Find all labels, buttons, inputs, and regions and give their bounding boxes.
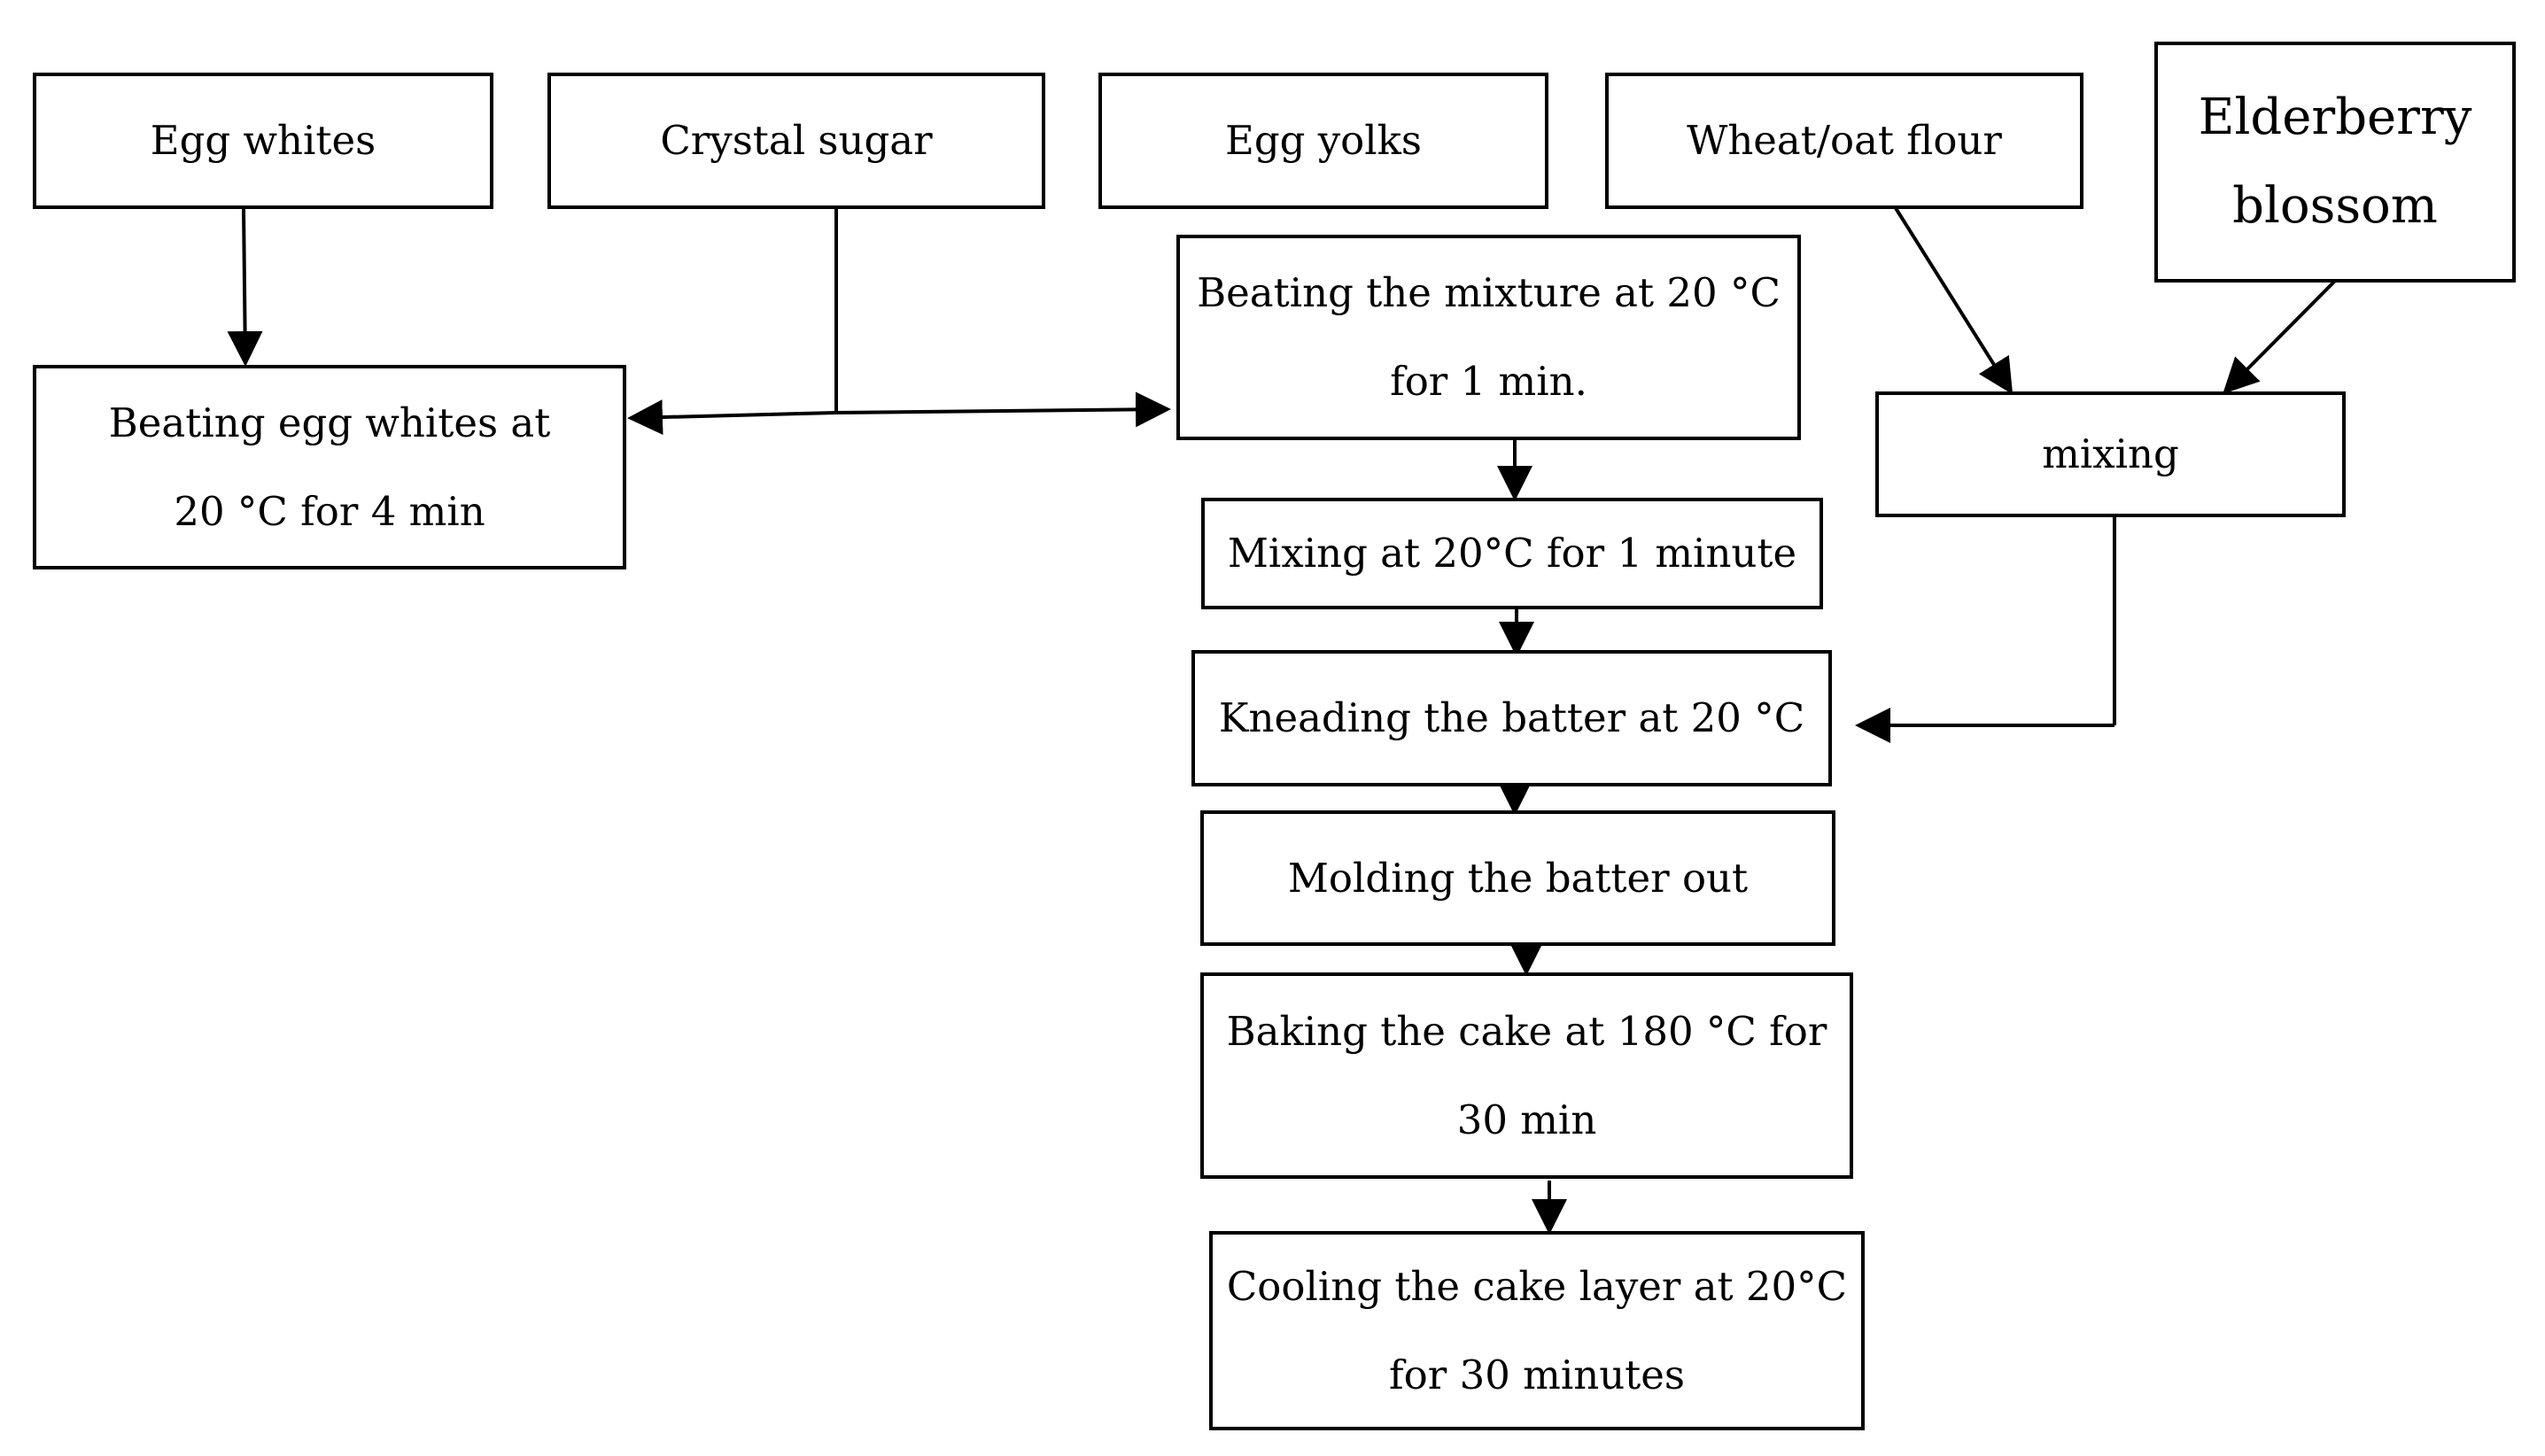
kneading-label: Kneading the batter at 20 °C [1218,694,1805,741]
kneading-box: Kneading the batter at 20 °C [1191,650,1832,786]
arrow-blossom-to-mixing [2223,267,2349,394]
egg-whites-label: Egg whites [150,117,376,164]
arrow-sugar-to-beating-egg-whites [627,399,837,436]
egg-yolks-box: Egg yolks [1098,73,1548,209]
cooling-box: Cooling the cake layer at 20°C for 30 mi… [1209,1231,1865,1430]
baking-label-line-1: Baking the cake at 180 °C for [1226,1007,1827,1055]
beating-egg-whites-label-line-1: Beating egg whites at [108,399,551,446]
egg-yolks-label: Egg yolks [1224,117,1423,164]
crystal-sugar-label: Crystal sugar [660,117,933,164]
wheat-oat-flour-label: Wheat/oat flour [1687,117,2002,164]
wheat-oat-flour-box: Wheat/oat flour [1605,73,2083,209]
elderberry-blossom-label-line-2: blossom [2232,177,2438,235]
baking-label-line-2: 30 min [1456,1096,1597,1143]
elderberry-blossom-label-line-1: Elderberry [2198,89,2472,146]
arrow-egg-whites-to-beating [227,207,263,367]
mixing-20c-label: Mixing at 20°C for 1 minute [1227,530,1797,577]
beating-egg-whites-box: Beating egg whites at 20 °C for 4 min [33,365,626,569]
beating-mixture-box: Beating the mixture at 20 °C for 1 min. [1176,235,1801,440]
beating-mixture-label-line-2: for 1 min. [1390,358,1587,405]
arrow-flour-to-mixing [1894,206,2013,395]
elderberry-blossom-box: Elderberry blossom [2154,42,2516,283]
arrow-sugar-to-beating-mixture [835,391,1171,428]
crystal-sugar-box: Crystal sugar [547,73,1045,209]
beating-egg-whites-label-line-2: 20 °C for 4 min [174,487,485,535]
molding-label: Molding the batter out [1287,854,1749,902]
cooling-label-line-2: for 30 minutes [1389,1351,1685,1398]
mixing-flour-blossom-box: mixing [1875,391,2346,517]
beating-mixture-label-line-1: Beating the mixture at 20 °C [1197,269,1781,316]
baking-box: Baking the cake at 180 °C for 30 min [1200,972,1853,1179]
mixing-flour-blossom-label: mixing [2042,430,2179,477]
mixing-20c-box: Mixing at 20°C for 1 minute [1201,498,1823,609]
molding-box: Molding the batter out [1200,810,1835,946]
egg-whites-box: Egg whites [33,73,493,209]
cooling-label-line-1: Cooling the cake layer at 20°C [1226,1262,1848,1310]
